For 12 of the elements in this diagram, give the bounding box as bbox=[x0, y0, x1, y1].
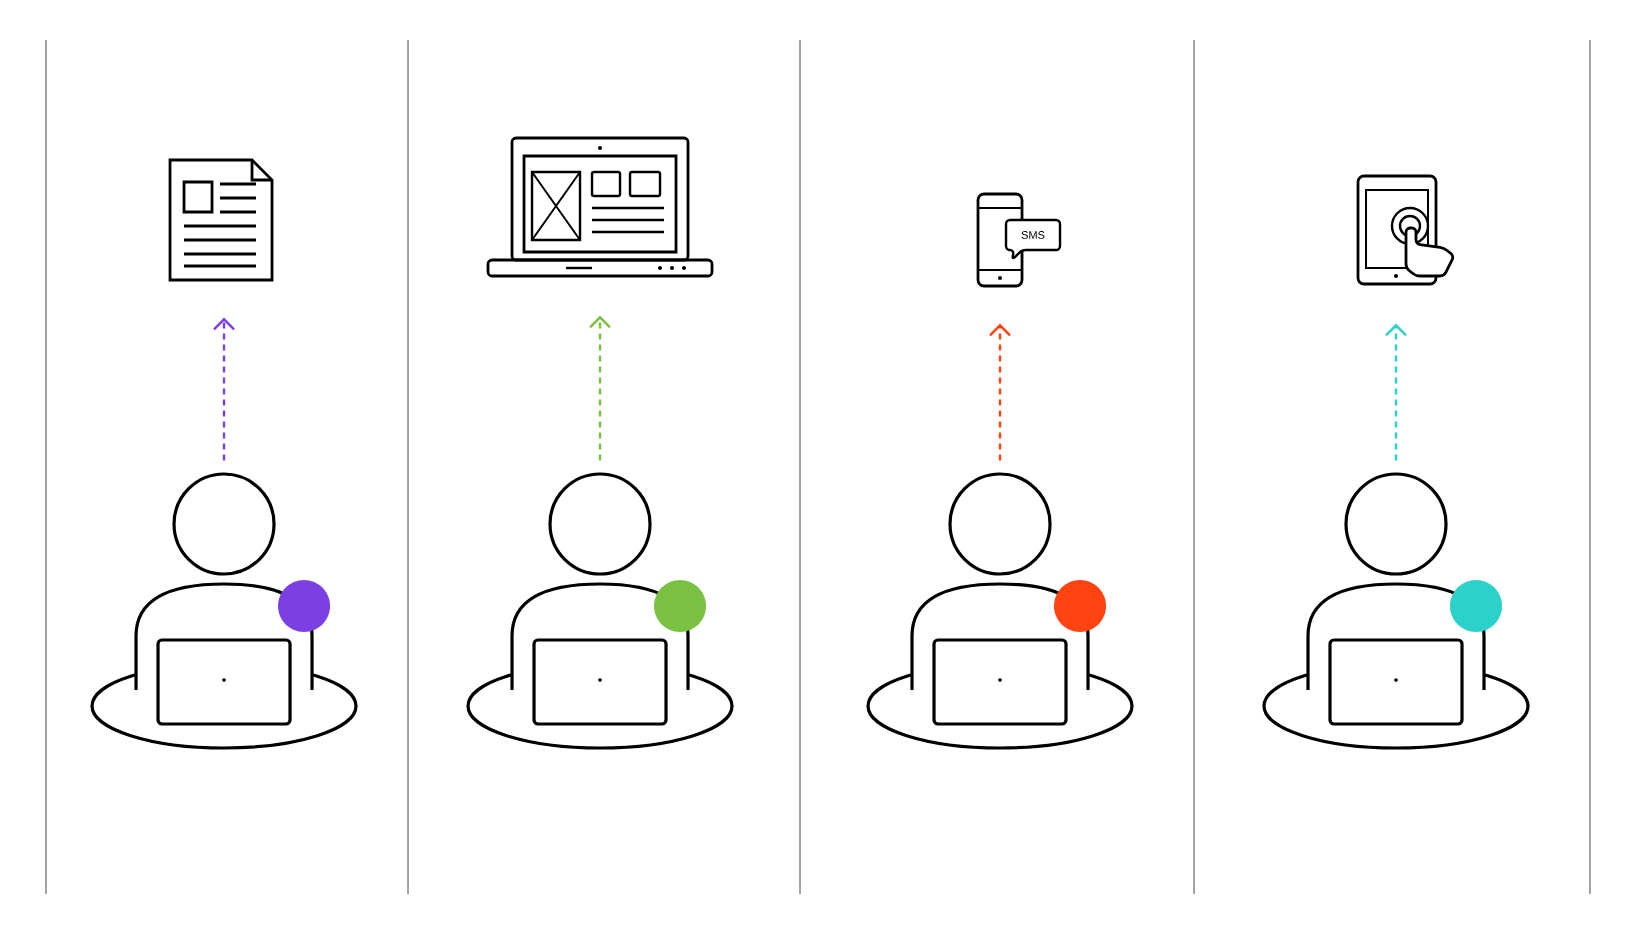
tablet-touch-drawing bbox=[1356, 174, 1455, 286]
laptop-drawing bbox=[486, 136, 714, 278]
person-at-laptop-drawing bbox=[1262, 472, 1530, 750]
icon-document-drawing bbox=[168, 158, 274, 282]
dashed-arrow bbox=[1385, 323, 1407, 461]
dashed-arrow bbox=[589, 315, 611, 461]
person-at-laptop-drawing bbox=[466, 472, 734, 750]
phone-with-sms-drawing bbox=[976, 192, 1062, 288]
person-at-laptop-drawing bbox=[866, 472, 1134, 750]
person-at-laptop-drawing bbox=[90, 472, 358, 750]
dashed-arrow bbox=[989, 323, 1011, 461]
dashed-arrow bbox=[213, 317, 235, 461]
